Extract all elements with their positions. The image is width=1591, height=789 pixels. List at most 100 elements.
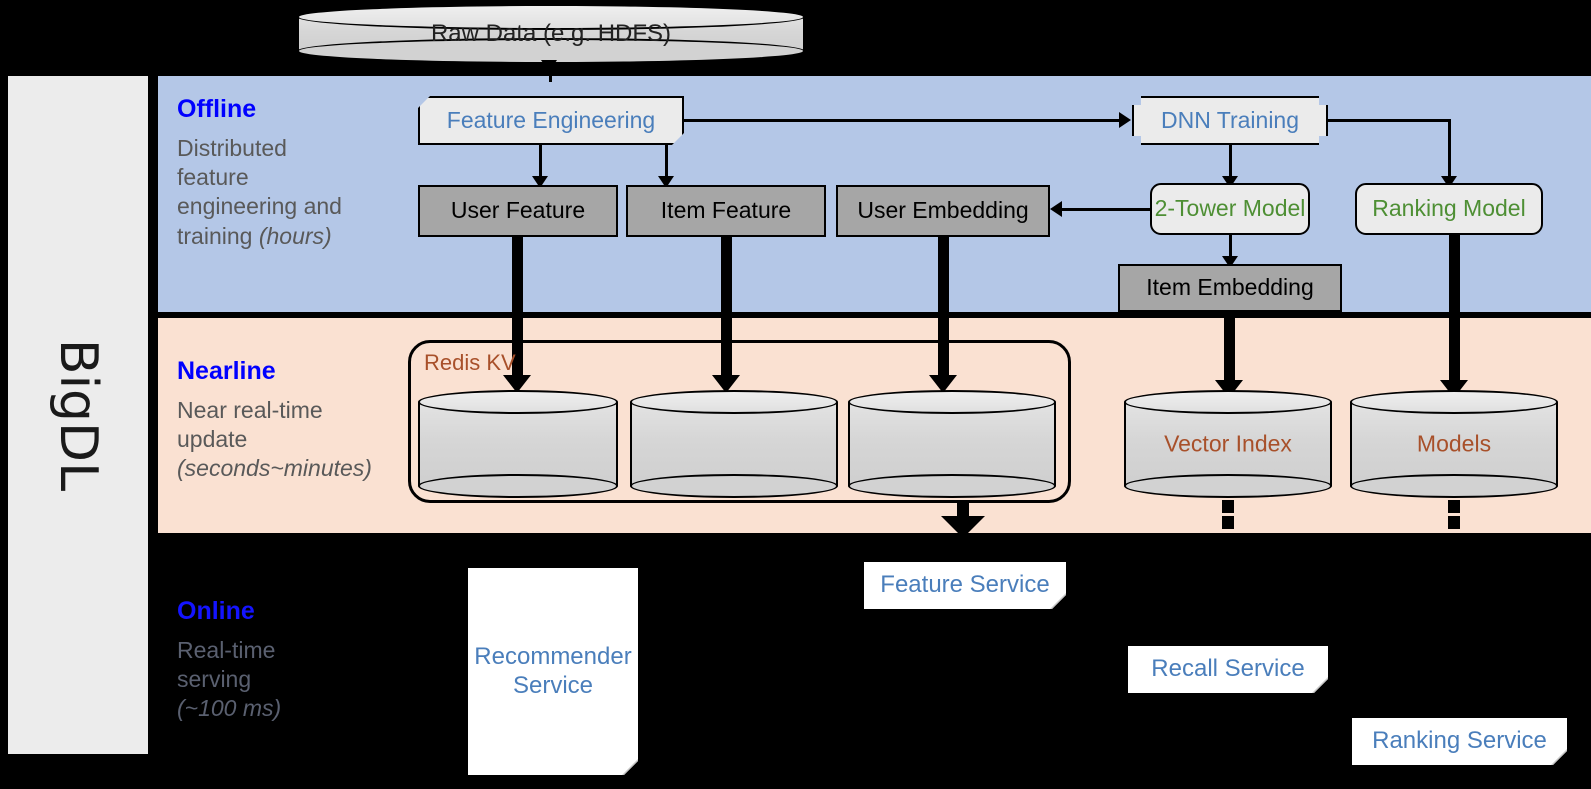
offline-sub-italic: (hours) [258, 222, 332, 249]
offline-subtitle: Distributed feature engineering and trai… [177, 134, 407, 252]
node-ranking-model[interactable]: Ranking Model [1355, 183, 1543, 235]
cylinder-body [418, 402, 618, 486]
nearline-sub-l2: update [177, 425, 248, 452]
models-cylinder[interactable]: Models [1350, 390, 1558, 498]
cylinder-top [418, 390, 618, 414]
redis-kv-label: Redis KV [424, 350, 516, 375]
arrow-fe-to-userfeature-line [539, 145, 542, 181]
arrow-fe-to-itemfeature-line [665, 145, 668, 181]
feature-service-label: Feature Service [880, 571, 1050, 599]
arrow-redis-to-featureservice-head [941, 516, 985, 538]
cylinder-top [297, 4, 805, 30]
arrow-twotower-to-itememb-line [1229, 235, 1232, 261]
thick-arrow-rankingmodel-line [1449, 235, 1460, 384]
nearline-subtitle: Near real-time update (seconds~minutes) [177, 396, 407, 484]
offline-sub-l2: feature [177, 163, 249, 190]
bigdl-label: BigDL [48, 338, 108, 492]
thick-arrow-userfeature-line [512, 237, 523, 379]
user-embedding-label: User Embedding [857, 197, 1029, 224]
cylinder-body [1124, 402, 1332, 486]
dash-vectorindex-1 [1222, 500, 1234, 513]
thick-arrow-userembedding-line [938, 237, 949, 379]
cylinder-top [1124, 390, 1332, 414]
cylinder-top [1350, 390, 1558, 414]
node-user-feature[interactable]: User Feature [418, 185, 618, 237]
thick-arrow-itemfeature-line [721, 237, 732, 379]
dash-models-1 [1448, 500, 1460, 513]
cylinder-bottom [1350, 474, 1558, 498]
node-item-feature[interactable]: Item Feature [626, 185, 826, 237]
caption-nearline: Nearline Near real-time update (seconds~… [177, 357, 407, 484]
thick-arrow-userfeature-head [503, 375, 531, 393]
dash-models-2 [1448, 516, 1460, 529]
cylinder-bottom [848, 474, 1056, 498]
item-embedding-label: Item Embedding [1146, 274, 1314, 301]
cylinder-bottom [630, 474, 838, 498]
recommender-service-label-line2: Service [512, 671, 594, 699]
offline-sub-l1: Distributed [177, 134, 287, 161]
cylinder-body [630, 402, 838, 486]
online-title: Online [177, 597, 255, 625]
online-sub-l1: Real-time [177, 636, 276, 663]
arrow-dnn-to-ranking-h [1328, 119, 1450, 122]
caption-offline: Offline Distributed feature engineering … [177, 95, 407, 252]
feature-service-card[interactable]: Feature Service [864, 562, 1066, 609]
arrow-twotower-to-userembedding-line [1062, 208, 1152, 211]
nearline-sub-l1: Near real-time [177, 396, 323, 423]
cylinder-top [848, 390, 1056, 414]
item-feature-label: Item Feature [660, 197, 792, 224]
storage-cylinder-item-feature[interactable] [630, 390, 838, 498]
thick-arrow-itemfeature-head [712, 375, 740, 393]
recommender-service-card[interactable]: Recommender Service [468, 568, 638, 775]
thick-arrow-userembedding-head [929, 375, 957, 393]
node-user-embedding[interactable]: User Embedding [836, 185, 1050, 237]
online-sub-italic: (~100 ms) [177, 695, 282, 722]
arrow-rawdata-to-fe-head [541, 60, 557, 72]
dash-vectorindex-2 [1222, 516, 1234, 529]
ranking-service-label: Ranking Service [1372, 727, 1547, 755]
ranking-service-card[interactable]: Ranking Service [1352, 718, 1567, 765]
two-tower-model-label: 2-Tower Model [1154, 195, 1306, 222]
raw-data-cylinder: Raw Data (e.g. HDFS) [297, 4, 805, 64]
cylinder-body [1350, 402, 1558, 486]
arrow-fe-to-dnn-head [1119, 112, 1131, 128]
user-feature-label: User Feature [450, 197, 586, 224]
node-feature-engineering[interactable]: Feature Engineering [418, 96, 684, 145]
vector-index-label: Vector Index [1164, 430, 1292, 457]
storage-cylinder-user-feature[interactable] [418, 390, 618, 498]
redis-kv-container [408, 340, 1071, 503]
dash-redis-to-featureservice [957, 503, 969, 516]
arrow-dnn-to-twotower-line [1229, 145, 1232, 181]
arrow-rawdata-to-fe-line [549, 64, 552, 82]
offline-title: Offline [177, 95, 257, 123]
dnn-training-label: DNN Training [1160, 106, 1300, 133]
raw-data-label: Raw Data (e.g. HDFS) [430, 20, 672, 47]
cylinder-top [630, 390, 838, 414]
offline-sub-l4: training [177, 222, 259, 249]
storage-cylinder-user-embedding[interactable] [848, 390, 1056, 498]
node-two-tower-model[interactable]: 2-Tower Model [1150, 183, 1310, 235]
arrow-fe-to-dnn-line [684, 119, 1120, 122]
thick-arrow-itemembedding-line [1224, 312, 1235, 384]
nearline-title: Nearline [177, 357, 276, 385]
vector-index-cylinder[interactable]: Vector Index [1124, 390, 1332, 498]
arrow-twotower-to-userembedding-head [1050, 201, 1062, 217]
arrow-dnn-to-ranking-v [1448, 119, 1451, 181]
offline-sub-l3: engineering and [177, 193, 342, 220]
caption-online: Online Real-time serving (~100 ms) [177, 597, 407, 724]
models-label: Models [1416, 430, 1492, 457]
online-subtitle: Real-time serving (~100 ms) [177, 636, 407, 724]
nearline-sub-italic: (seconds~minutes) [177, 455, 372, 482]
feature-engineering-label: Feature Engineering [446, 106, 656, 133]
cylinder-body [848, 402, 1056, 486]
node-dnn-training[interactable]: DNN Training [1132, 96, 1328, 145]
bigdl-sidebar: BigDL [8, 76, 148, 754]
recommender-service-label-line1: Recommender [474, 642, 632, 670]
cylinder-bottom [418, 474, 618, 498]
ranking-model-label: Ranking Model [1372, 195, 1526, 222]
node-item-embedding[interactable]: Item Embedding [1118, 264, 1342, 312]
recall-service-card[interactable]: Recall Service [1128, 646, 1328, 693]
cylinder-bottom [1124, 474, 1332, 498]
online-sub-l2: serving [177, 665, 252, 692]
